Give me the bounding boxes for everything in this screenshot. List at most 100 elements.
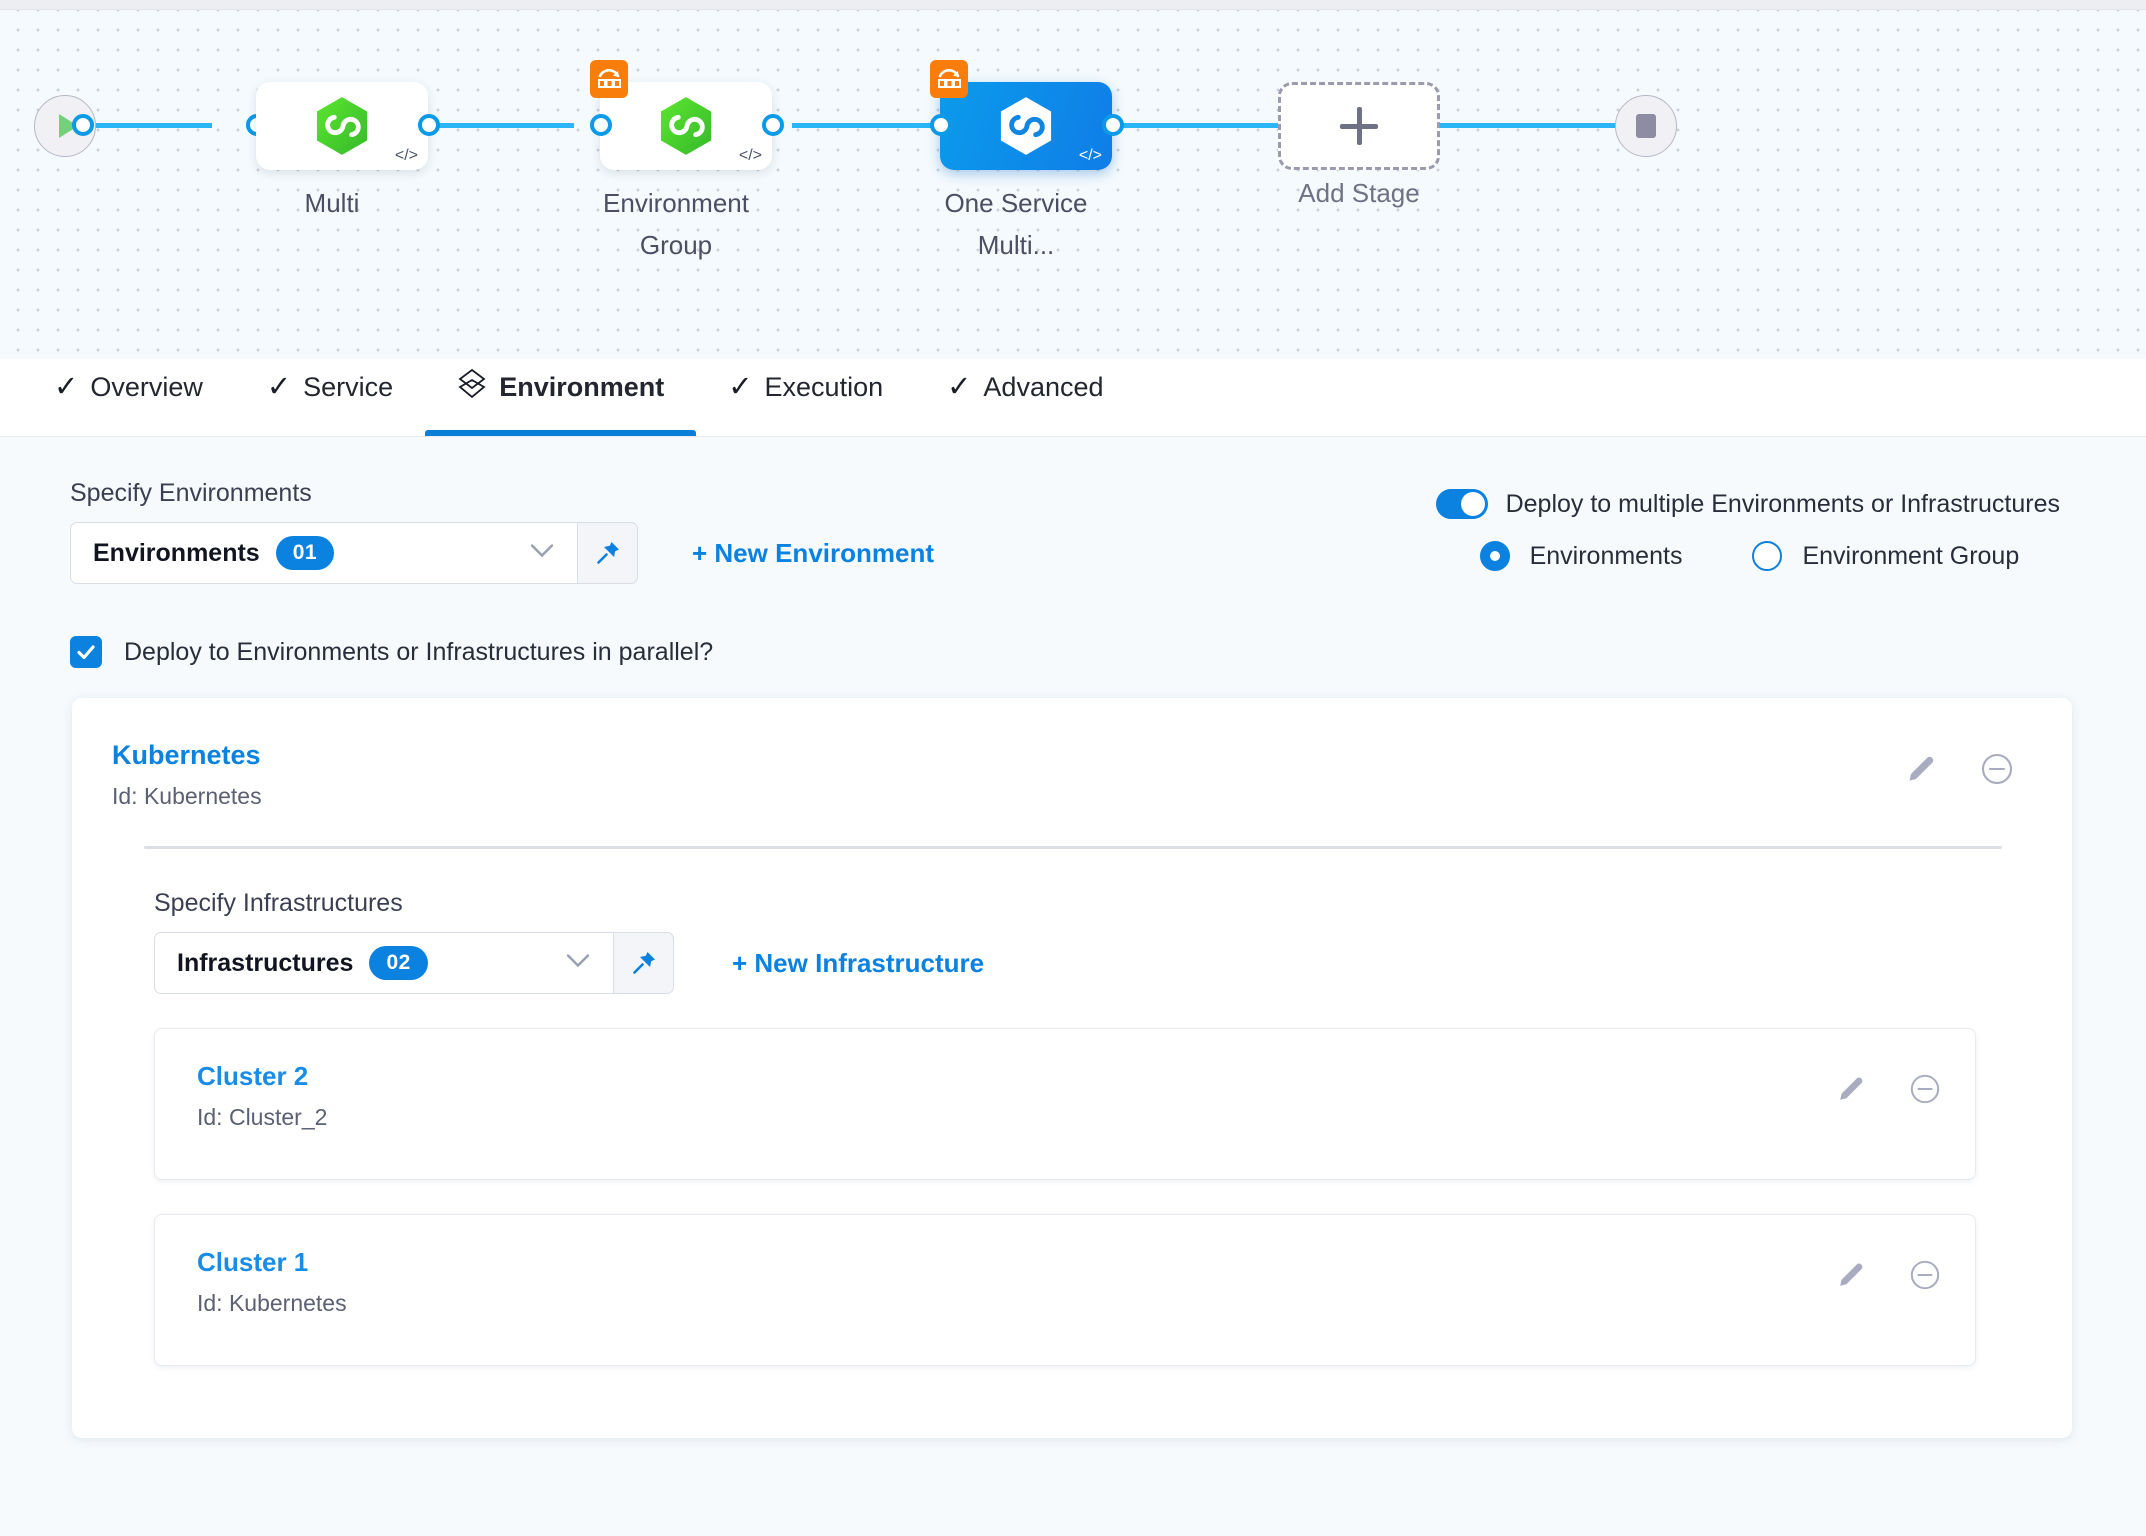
multi-deployment-icon xyxy=(590,60,628,98)
check-icon xyxy=(77,645,95,660)
tab-service[interactable]: ✓ Service xyxy=(235,359,425,436)
pipeline-connector xyxy=(1428,123,1638,128)
environments-count-badge: 01 xyxy=(275,536,335,570)
environment-card-actions xyxy=(1904,740,2024,791)
chevron-down-icon xyxy=(565,953,591,974)
tab-environment[interactable]: Environment xyxy=(425,359,697,436)
pipeline-connector xyxy=(432,123,574,128)
tab-advanced[interactable]: ✓ Advanced xyxy=(915,359,1135,436)
tab-label: Service xyxy=(303,372,394,402)
layers-icon xyxy=(457,368,487,407)
deploy-multiple-label: Deploy to multiple Environments or Infra… xyxy=(1505,489,2060,518)
infrastructure-identity: Cluster 1 Id: Kubernetes xyxy=(197,1247,347,1317)
pipeline-stage-environment-group[interactable]: </> xyxy=(590,60,772,170)
pencil-icon[interactable] xyxy=(1904,753,1936,790)
environment-name-link[interactable]: Kubernetes xyxy=(112,740,261,770)
connector-dot[interactable] xyxy=(72,114,94,136)
code-icon[interactable]: </> xyxy=(1078,147,1102,164)
pipeline-stage-multi[interactable]: </> xyxy=(256,82,428,170)
pencil-icon[interactable] xyxy=(1835,1260,1865,1295)
tab-label: Execution xyxy=(764,372,884,402)
infrastructure-id: Id: Cluster_2 xyxy=(197,1104,328,1130)
infrastructure-actions xyxy=(1835,1061,1951,1110)
check-icon: ✓ xyxy=(947,371,972,403)
minus-circle-icon[interactable] xyxy=(1909,1073,1941,1110)
specify-environments-label: Specify Environments xyxy=(70,479,312,507)
connector-dot[interactable] xyxy=(1102,114,1124,136)
infrastructure-id: Id: Kubernetes xyxy=(197,1290,347,1316)
pipeline-connector xyxy=(80,123,212,128)
tab-overview[interactable]: ✓ Overview xyxy=(22,359,235,436)
infrastructures-select[interactable]: Infrastructures 02 xyxy=(154,932,614,994)
harness-hexagon-icon xyxy=(316,97,368,155)
environments-select-value: Environments xyxy=(93,538,260,567)
environment-panel: Specify Environments Environments 01 + N… xyxy=(0,437,2146,1536)
radio-environment-group-label: Environment Group xyxy=(1802,541,2020,570)
environment-identity: Kubernetes Id: Kubernetes xyxy=(112,740,262,810)
infrastructures-select-wrap: Infrastructures 02 + New Infrastructure xyxy=(154,932,2024,994)
stage-tabs[interactable]: ✓ Overview ✓ Service Environment ✓ Execu… xyxy=(0,359,2146,437)
connector-dot[interactable] xyxy=(762,114,784,136)
radio-environment-group[interactable] xyxy=(1752,541,1783,571)
pipeline-end-node[interactable] xyxy=(1615,95,1677,157)
environments-select-wrap: Environments 01 + New Environment xyxy=(70,522,934,584)
infrastructure-name-link[interactable]: Cluster 1 xyxy=(197,1247,309,1277)
stage-label: One Service Multi... xyxy=(944,188,1088,260)
parallel-deploy-row[interactable]: Deploy to Environments or Infrastructure… xyxy=(0,584,2146,668)
environment-card: Kubernetes Id: Kubernetes xyxy=(72,698,2072,1438)
tab-label: Advanced xyxy=(983,372,1104,402)
pin-icon xyxy=(596,542,619,564)
specify-infrastructures-label: Specify Infrastructures xyxy=(154,889,403,917)
infrastructures-select-value: Infrastructures xyxy=(177,948,354,977)
infrastructure-name-link[interactable]: Cluster 2 xyxy=(197,1061,309,1091)
environment-id: Id: Kubernetes xyxy=(112,783,262,809)
connector-dot[interactable] xyxy=(418,114,440,136)
deploy-multiple-group: Deploy to multiple Environments or Infra… xyxy=(1435,479,2060,584)
infrastructure-actions xyxy=(1835,1247,1951,1296)
minus-circle-icon[interactable] xyxy=(1909,1259,1941,1296)
connector-dot[interactable] xyxy=(590,114,612,136)
pin-environments-button[interactable] xyxy=(578,522,638,584)
environments-header-row: Specify Environments Environments 01 + N… xyxy=(0,437,2146,584)
pipeline-connector xyxy=(792,123,932,128)
new-environment-button[interactable]: + New Environment xyxy=(692,537,934,568)
pin-infrastructures-button[interactable] xyxy=(614,932,674,994)
check-icon: ✓ xyxy=(54,371,79,403)
check-icon: ✓ xyxy=(728,371,753,403)
pipeline-connector xyxy=(1108,123,1288,128)
pipeline-stage-one-service-multi[interactable]: </> xyxy=(930,60,1112,170)
chevron-down-icon xyxy=(529,543,555,564)
specify-infrastructures-group: Specify Infrastructures Infrastructures … xyxy=(112,849,2024,994)
code-icon[interactable]: </> xyxy=(394,147,418,164)
infrastructure-row: Cluster 2 Id: Cluster_2 xyxy=(154,1028,1976,1180)
deploy-multiple-toggle-row: Deploy to multiple Environments or Infra… xyxy=(1435,489,2060,519)
toggle-knob xyxy=(1460,492,1485,516)
radio-environments-label: Environments xyxy=(1529,541,1683,570)
multi-deployment-icon xyxy=(930,60,968,98)
check-icon: ✓ xyxy=(266,371,292,403)
pencil-icon[interactable] xyxy=(1835,1074,1865,1109)
new-infrastructure-button[interactable]: + New Infrastructure xyxy=(732,947,985,978)
environments-select[interactable]: Environments 01 xyxy=(70,522,578,584)
minus-circle-icon[interactable] xyxy=(1980,752,2014,791)
pipeline-canvas[interactable]: </> Multi </> Environment Group xyxy=(0,10,2146,359)
add-stage-button[interactable] xyxy=(1278,82,1440,170)
connector-dot[interactable] xyxy=(930,114,952,136)
plus-icon xyxy=(1340,123,1378,129)
tab-label: Overview xyxy=(90,372,203,402)
environment-type-radio-group: Environments Environment Group xyxy=(1479,541,2060,571)
stage-label: Environment Group xyxy=(603,188,749,260)
infrastructure-row: Cluster 1 Id: Kubernetes xyxy=(154,1214,1976,1366)
specify-environments-group: Specify Environments Environments 01 + N… xyxy=(70,479,934,584)
code-icon[interactable]: </> xyxy=(738,147,762,164)
harness-hexagon-icon xyxy=(660,97,712,155)
infrastructure-identity: Cluster 2 Id: Cluster_2 xyxy=(197,1061,327,1131)
deploy-multiple-toggle[interactable] xyxy=(1435,489,1488,519)
parallel-deploy-label: Deploy to Environments or Infrastructure… xyxy=(124,637,714,666)
parallel-deploy-checkbox[interactable] xyxy=(70,636,102,668)
radio-environments[interactable] xyxy=(1479,541,1510,571)
window-top-strip xyxy=(0,0,2146,10)
tab-execution[interactable]: ✓ Execution xyxy=(696,359,915,436)
environment-card-header: Kubernetes Id: Kubernetes xyxy=(112,740,2024,810)
add-stage-label: Add Stage xyxy=(1298,178,1420,208)
